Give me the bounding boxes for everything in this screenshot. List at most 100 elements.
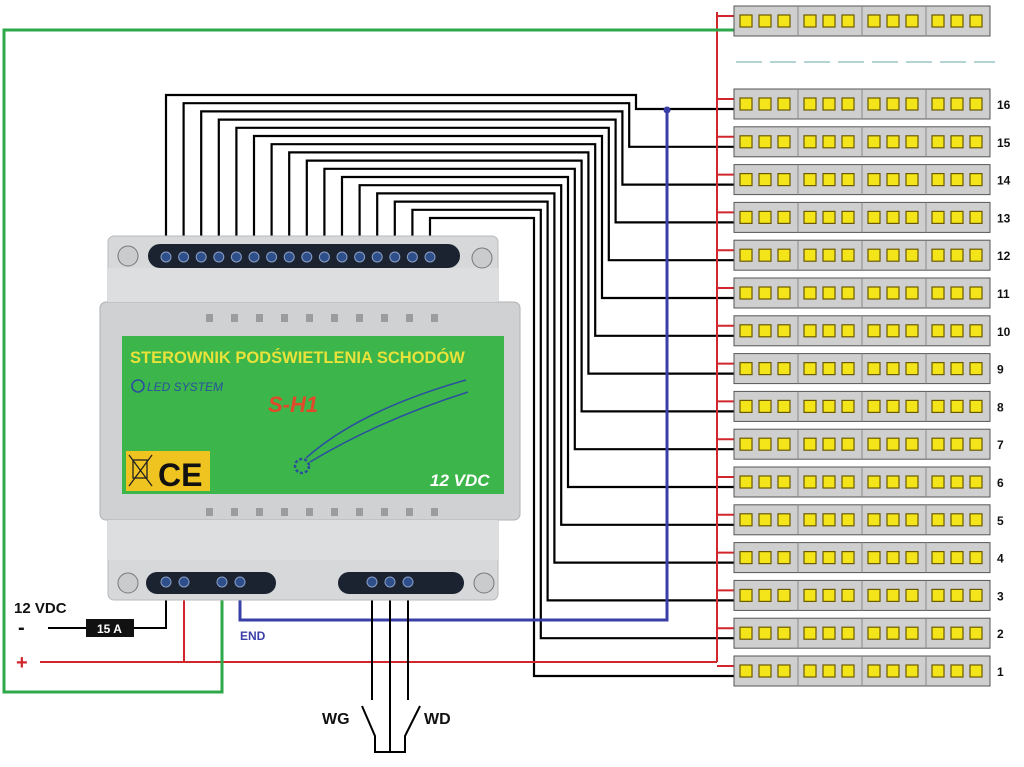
led-strip: 1 (733, 655, 1004, 687)
screw-icon (471, 247, 493, 269)
led-icon (886, 248, 900, 262)
led-icon (739, 248, 753, 262)
led-icon (758, 475, 772, 489)
sensor-switches (361, 705, 421, 753)
led-icon (841, 324, 855, 338)
vent (331, 508, 338, 516)
led-icon (969, 362, 983, 376)
led-strip: 4 (733, 542, 1004, 574)
terminal-screw-icon (178, 251, 190, 263)
signal-wire (252, 134, 734, 300)
vent (281, 508, 288, 516)
minus-symbol: - (18, 617, 25, 639)
led-icon (739, 437, 753, 451)
terminal-screw-icon (354, 251, 366, 263)
led-icon (950, 173, 964, 187)
led-icon (886, 399, 900, 413)
led-icon (969, 399, 983, 413)
led-icon (777, 588, 791, 603)
led-icon (950, 550, 964, 565)
led-icon (822, 475, 836, 489)
led-icon (841, 135, 855, 149)
vent (306, 508, 313, 516)
led-icon (777, 437, 791, 451)
led-icon (969, 588, 983, 603)
led-icon (905, 135, 919, 149)
led-icon (931, 550, 945, 565)
led-icon (803, 626, 817, 640)
led-strip: 10 (733, 315, 1011, 347)
led-icon (886, 286, 900, 300)
led-icon (758, 588, 772, 603)
sensor-wg-label: WG (322, 711, 350, 728)
fuse (86, 619, 134, 637)
led-strip: 16 (733, 88, 1011, 120)
led-icon (739, 550, 753, 565)
terminal-screw-icon (336, 251, 348, 263)
terminal-screw-icon (234, 576, 246, 588)
led-icon (886, 437, 900, 451)
led-icon (905, 664, 919, 678)
led-icon (886, 664, 900, 678)
led-icon (803, 324, 817, 338)
vent (406, 314, 413, 322)
led-icon (886, 324, 900, 338)
led-icon (822, 210, 836, 224)
led-icon (867, 14, 881, 28)
led-icon (841, 513, 855, 527)
led-icon (905, 550, 919, 565)
led-icon (841, 626, 855, 640)
led-icon (758, 248, 772, 262)
led-icon (969, 437, 983, 451)
led-icon (803, 248, 817, 262)
terminal-screw-icon (213, 251, 225, 263)
terminal-screw-icon (178, 576, 190, 588)
led-icon (822, 437, 836, 451)
top-terminals (160, 251, 436, 263)
strip-number: 14 (997, 174, 1011, 188)
led-icon (969, 626, 983, 640)
led-icon (739, 626, 753, 640)
terminal-screw-icon (283, 251, 295, 263)
module-title: STEROWNIK PODŚWIETLENIA SCHODÓW (130, 348, 465, 367)
screw-icon (473, 572, 495, 594)
terminal-screw-icon (301, 251, 313, 263)
led-icon (950, 475, 964, 489)
led-icon (886, 210, 900, 224)
led-strip: 14 (733, 164, 1011, 196)
led-icon (841, 664, 855, 678)
terminal-screw-icon (195, 251, 207, 263)
led-icon (739, 210, 753, 224)
led-icon (822, 399, 836, 413)
led-icon (777, 475, 791, 489)
module-voltage: 12 VDC (430, 471, 490, 490)
vent (381, 508, 388, 516)
led-icon (803, 14, 817, 28)
led-strip: 11 (733, 277, 1010, 309)
led-icon (969, 286, 983, 300)
strip-number: 11 (997, 287, 1010, 301)
led-icon (969, 135, 983, 149)
led-icon (803, 550, 817, 565)
terminal-screw-icon (424, 251, 436, 263)
led-icon (905, 173, 919, 187)
signal-wire (235, 126, 734, 262)
led-icon (739, 14, 753, 28)
led-icon (758, 362, 772, 376)
signal-wire (428, 216, 734, 678)
led-icon (905, 362, 919, 376)
led-strip: 15 (733, 126, 1011, 158)
terminal-screw-icon (402, 576, 414, 588)
strip-number: 12 (997, 249, 1011, 263)
led-icon (758, 626, 772, 640)
terminal-screw-icon (160, 251, 172, 263)
led-icon (867, 248, 881, 262)
led-icon (886, 14, 900, 28)
terminal-screw-icon (366, 576, 378, 588)
vent (431, 314, 438, 322)
led-strip: 9 (733, 353, 1004, 385)
led-icon (905, 324, 919, 338)
terminal-screw-icon (266, 251, 278, 263)
junction-dot (663, 106, 671, 114)
